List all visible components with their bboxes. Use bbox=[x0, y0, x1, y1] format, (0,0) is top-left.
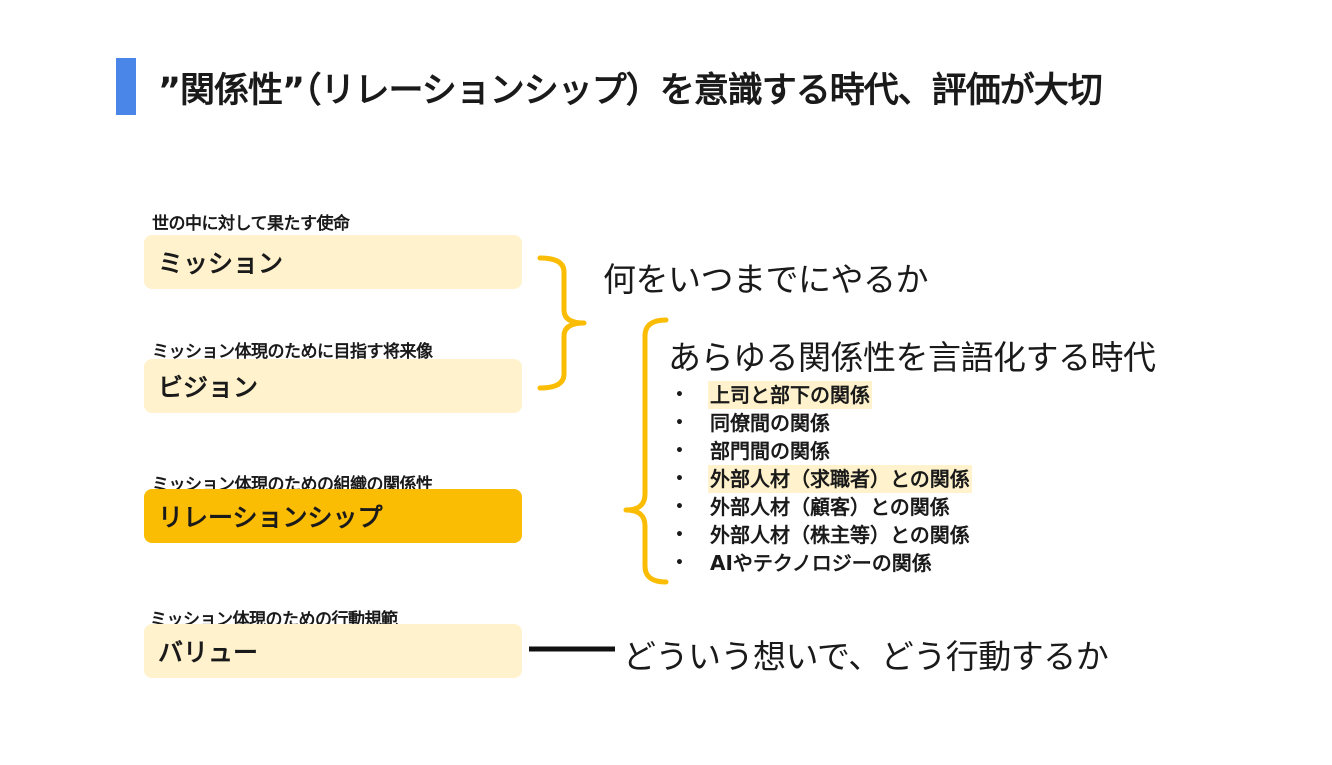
title-accent-bar bbox=[116, 58, 136, 115]
mission-vision-description: 何をいつまでにやるか bbox=[603, 260, 929, 299]
relationship-label: リレーションシップ bbox=[158, 503, 383, 532]
value-label: バリュー bbox=[158, 638, 259, 667]
relationship-box: リレーションシップ bbox=[144, 489, 522, 543]
bullet-icon: • bbox=[675, 499, 684, 515]
mission-vision-brace bbox=[537, 255, 587, 391]
bullet-icon: • bbox=[675, 471, 684, 487]
list-item-text: 上司と部下の関係 bbox=[708, 381, 872, 409]
vision-caption: ミッション体現のために目指す将来像 bbox=[152, 342, 433, 362]
value-description: どういう想いで、どう行動するか bbox=[623, 637, 1109, 676]
mission-caption: 世の中に対して果たす使命 bbox=[152, 214, 350, 234]
list-item-text: 外部人材（求職者）との関係 bbox=[708, 465, 972, 493]
list-item: • 外部人材（顧客）との関係 bbox=[675, 493, 972, 521]
bullet-icon: • bbox=[675, 387, 684, 403]
bullet-icon: • bbox=[675, 443, 684, 459]
relationship-brace bbox=[623, 317, 669, 585]
list-item: • 部門間の関係 bbox=[675, 437, 972, 465]
list-item: • 外部人材（株主等）との関係 bbox=[675, 521, 972, 549]
slide-title: ”関係性”（リレーションシップ）を意識する時代、評価が大切 bbox=[158, 71, 1103, 111]
vision-label: ビジョン bbox=[158, 373, 259, 402]
vision-box: ビジョン bbox=[144, 359, 522, 413]
list-item: • AIやテクノロジーの関係 bbox=[675, 549, 972, 577]
relationship-heading: あらゆる関係性を言語化する時代 bbox=[668, 338, 1156, 377]
list-item: • 外部人材（求職者）との関係 bbox=[675, 465, 972, 493]
bullet-icon: • bbox=[675, 555, 684, 571]
bullet-icon: • bbox=[675, 415, 684, 431]
list-item: • 上司と部下の関係 bbox=[675, 381, 972, 409]
mission-box: ミッション bbox=[144, 235, 522, 289]
list-item-text: 外部人材（顧客）との関係 bbox=[710, 495, 950, 519]
list-item-text: 部門間の関係 bbox=[710, 439, 830, 463]
bullet-icon: • bbox=[675, 527, 684, 543]
list-item-text: 外部人材（株主等）との関係 bbox=[710, 523, 970, 547]
list-item-text: 同僚間の関係 bbox=[710, 411, 830, 435]
relationship-list: • 上司と部下の関係 • 同僚間の関係 • 部門間の関係 • 外部人材（求職者）との関係… bbox=[675, 381, 972, 577]
list-item-text: AIやテクノロジーの関係 bbox=[710, 551, 932, 575]
list-item: • 同僚間の関係 bbox=[675, 409, 972, 437]
value-box: バリュー bbox=[144, 624, 522, 678]
mission-label: ミッション bbox=[158, 249, 284, 278]
